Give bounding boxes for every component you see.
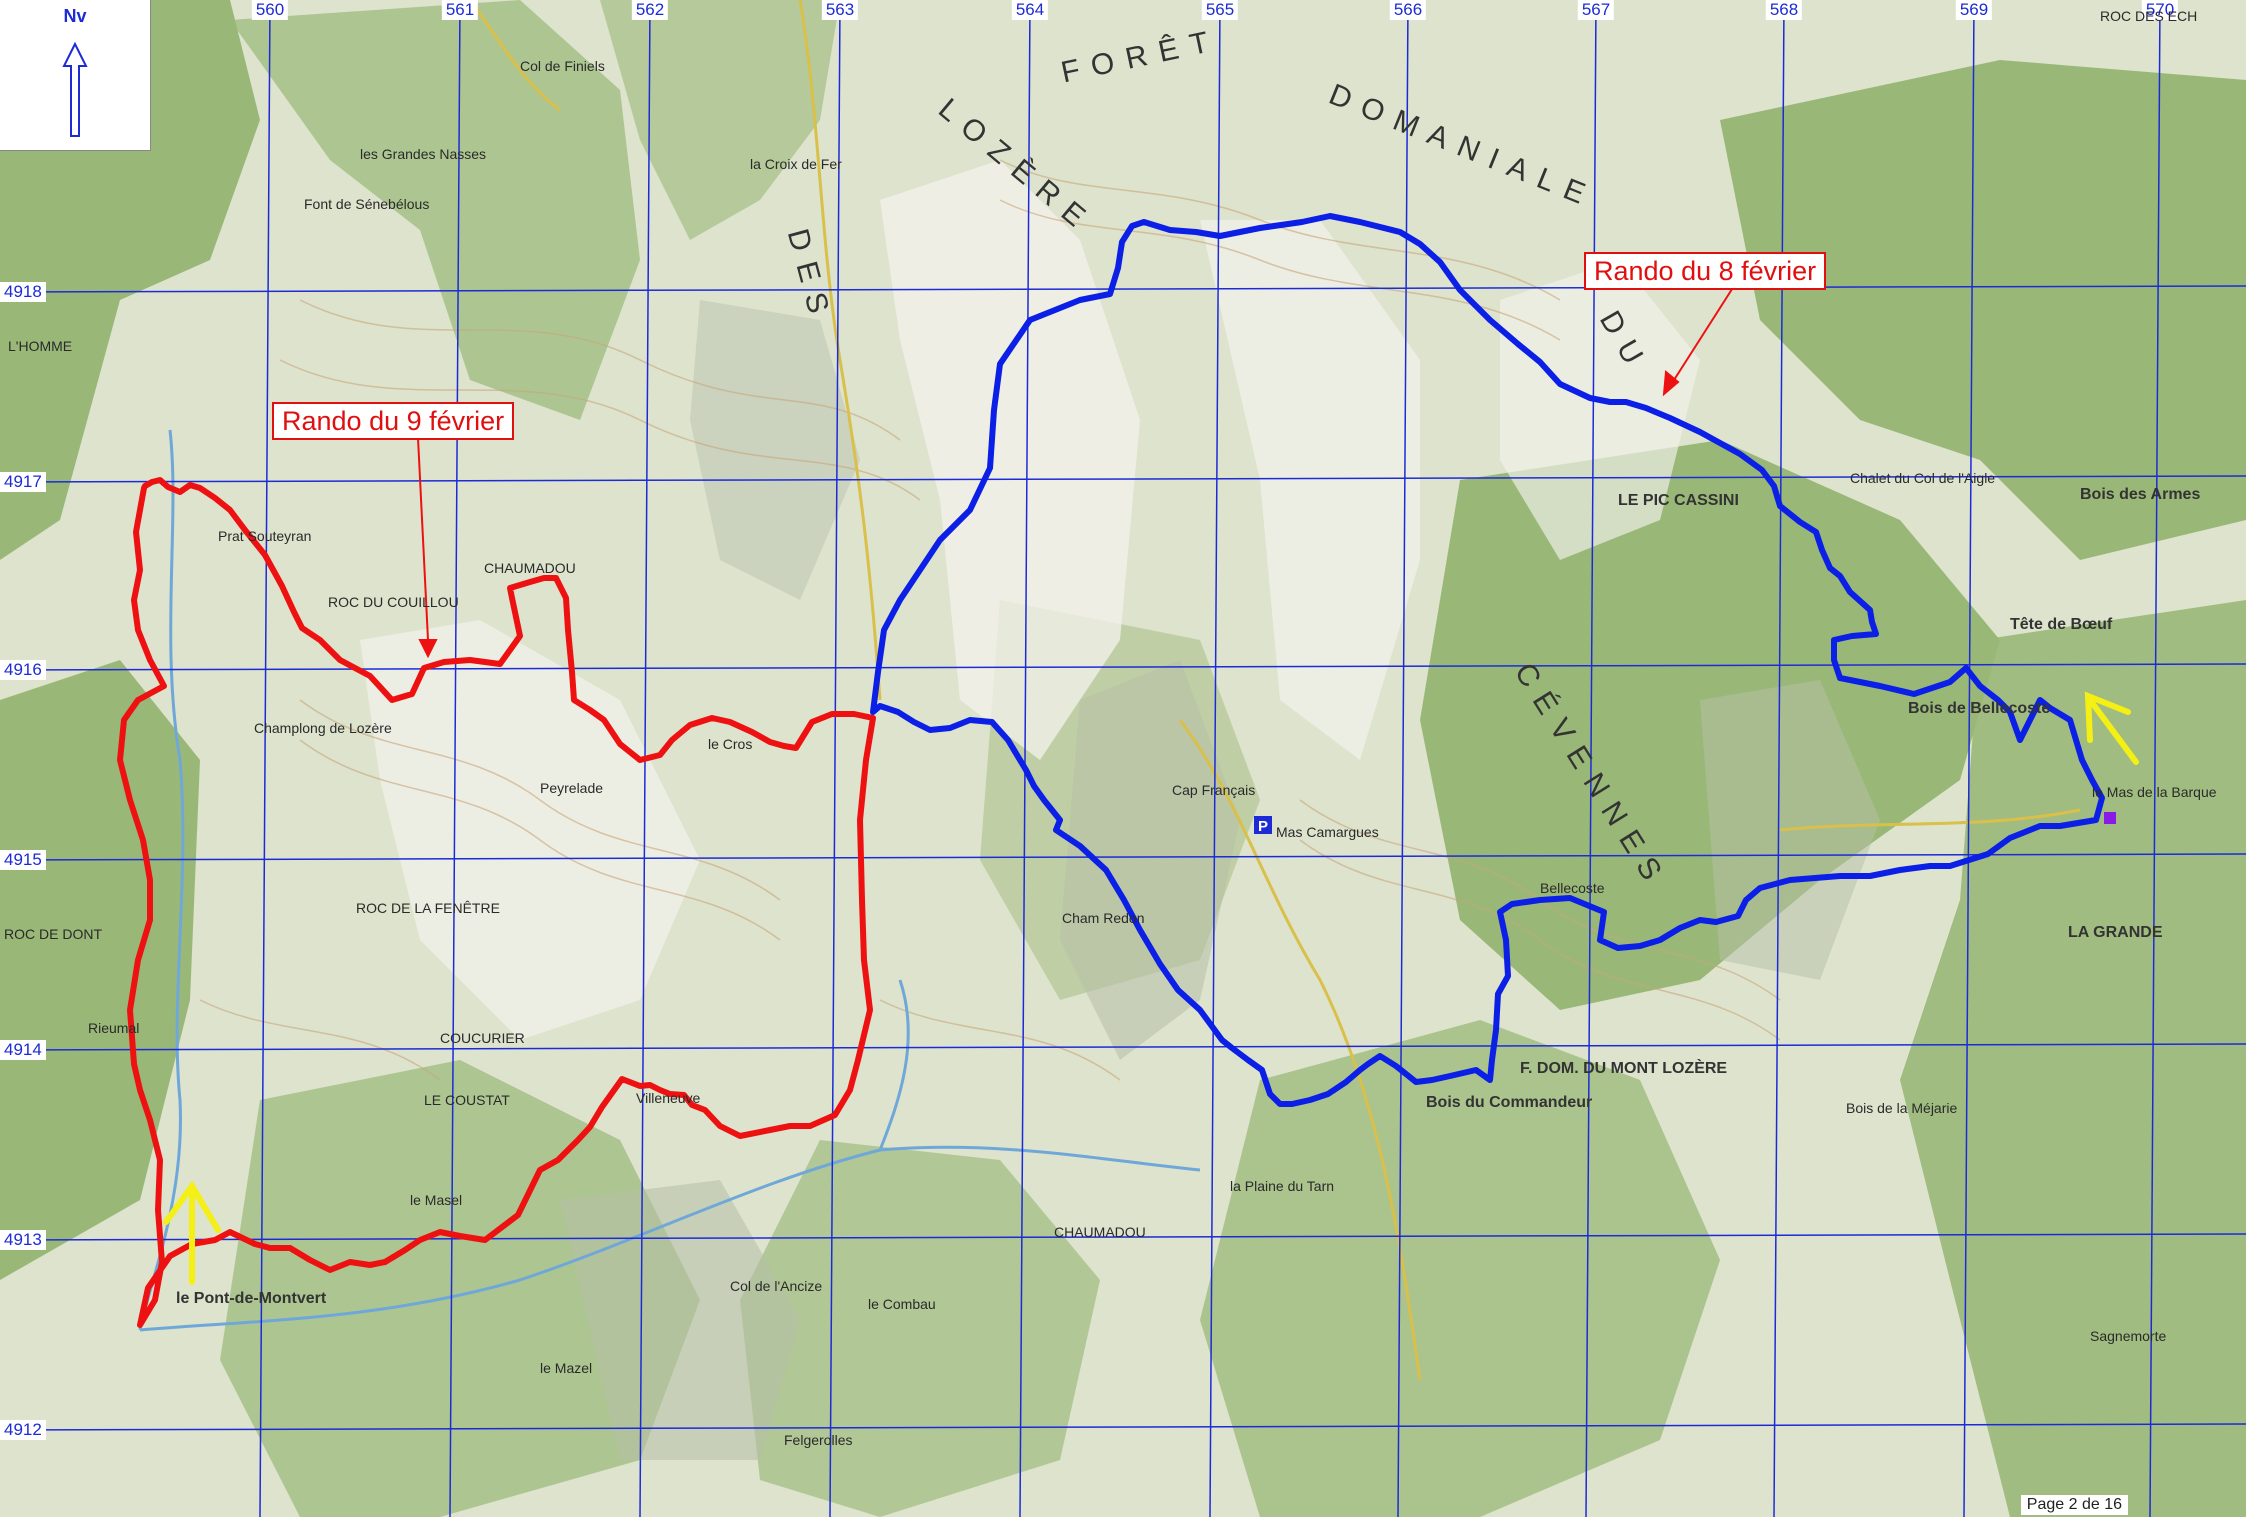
place-label: Cap Français xyxy=(1172,782,1256,798)
place-label: LA GRANDE xyxy=(2068,924,2163,941)
grid-line-horizontal xyxy=(0,475,2246,483)
place-label: Champlong de Lozère xyxy=(254,720,392,736)
parking-icon: P xyxy=(1254,816,1272,835)
grid-line-vertical xyxy=(829,0,841,1517)
grid-line-vertical xyxy=(2149,0,2161,1517)
place-label: Rieumal xyxy=(88,1020,140,1036)
place-label: les Grandes Nasses xyxy=(360,146,487,162)
grid-easting-label: 570 xyxy=(2141,0,2179,20)
grid-easting-label: 569 xyxy=(1955,0,1993,20)
place-label: Villeneuve xyxy=(636,1090,701,1106)
place-label: Bois de Bellecoste xyxy=(1908,700,2051,717)
place-label: ROC DE DONT xyxy=(4,926,102,942)
place-label: Bois des Armes xyxy=(2080,486,2201,503)
place-label: Col de Finiels xyxy=(520,58,605,74)
grid-line-horizontal xyxy=(0,1233,2246,1241)
place-label: le Mas de la Barque xyxy=(2092,784,2217,800)
place-label: le Masel xyxy=(410,1192,463,1208)
start-arrow-icon xyxy=(163,1180,221,1285)
place-label: F. DOM. DU MONT LOZÈRE xyxy=(1520,1060,1728,1077)
feb9-label-pointer xyxy=(417,437,438,659)
place-label: ROC DU COUILLOU xyxy=(328,594,459,610)
place-label: le Mazel xyxy=(540,1360,593,1376)
grid-easting-label: 562 xyxy=(631,0,669,20)
place-label: Cham Redon xyxy=(1062,910,1145,926)
grid-line-vertical xyxy=(259,0,271,1517)
place-label: Chalet du Col de l'Aigle xyxy=(1850,470,1996,486)
grid-easting-label: 560 xyxy=(251,0,289,20)
grid-easting-label: 561 xyxy=(441,0,479,20)
grid-easting-label: 564 xyxy=(1011,0,1049,20)
place-label: L'HOMME xyxy=(8,338,73,354)
place-label: la Plaine du Tarn xyxy=(1230,1178,1335,1194)
place-label: LE PIC CASSINI xyxy=(1618,492,1739,509)
place-label: Tête de Bœuf xyxy=(2010,616,2113,633)
route-label-feb9: Rando du 9 février xyxy=(272,402,515,440)
route-feb8-track xyxy=(870,213,2105,1107)
place-label: ROC DE LA FENÊTRE xyxy=(356,900,500,916)
start-marker-icon xyxy=(2104,812,2116,824)
grid-easting-label: 563 xyxy=(821,0,859,20)
grid-line-horizontal xyxy=(0,1423,2246,1431)
route-label-feb8: Rando du 8 février xyxy=(1584,252,1827,290)
grid-northing-label: 4918 xyxy=(0,282,46,302)
place-label: CHAUMADOU xyxy=(484,560,576,576)
grid-line-vertical xyxy=(1019,0,1031,1517)
place-label: le Cros xyxy=(708,736,753,752)
grid-northing-label: 4913 xyxy=(0,1230,46,1250)
place-label: LE COUSTAT xyxy=(424,1092,510,1108)
place-label: COUCURIER xyxy=(440,1030,525,1046)
grid-line-vertical xyxy=(449,0,461,1517)
route-feb9-track xyxy=(117,477,876,1328)
place-label: Bois du Commandeur xyxy=(1426,1094,1593,1111)
north-indicator: Nv xyxy=(0,0,151,151)
grid-line-horizontal xyxy=(0,285,2246,293)
place-label: le Pont-de-Montvert xyxy=(176,1290,327,1307)
feb8-label-pointer xyxy=(1662,285,1735,397)
grid-line-horizontal xyxy=(0,663,2246,671)
grid-line-vertical xyxy=(1963,0,1975,1517)
grid-easting-label: 568 xyxy=(1765,0,1803,20)
grid-line-horizontal xyxy=(0,853,2246,861)
grid-easting-label: 567 xyxy=(1577,0,1615,20)
north-arrow-icon xyxy=(62,41,88,137)
place-label: ROC DES ECH xyxy=(2100,8,2198,24)
grid-line-horizontal xyxy=(0,1043,2246,1051)
place-label: Felgerolles xyxy=(784,1432,853,1448)
grid-northing-label: 4916 xyxy=(0,660,46,680)
grid-line-vertical xyxy=(1209,0,1221,1517)
grid-northing-label: 4915 xyxy=(0,850,46,870)
north-label: Nv xyxy=(63,6,87,26)
place-label: Peyrelade xyxy=(540,780,604,796)
grid-northing-label: 4912 xyxy=(0,1420,46,1440)
place-label: Prat Souteyran xyxy=(218,528,312,544)
place-label: le Combau xyxy=(868,1296,936,1312)
grid-easting-label: 566 xyxy=(1389,0,1427,20)
place-label: Col de l'Ancize xyxy=(730,1278,823,1294)
place-label: Bois de la Méjarie xyxy=(1846,1100,1958,1116)
grid-northing-label: 4917 xyxy=(0,472,46,492)
start-arrow-icon xyxy=(2084,691,2139,765)
place-label: Mas Camargues xyxy=(1276,824,1379,840)
place-label: Font de Sénebélous xyxy=(304,196,430,212)
roads xyxy=(468,0,2081,1381)
place-label: CHAUMADOU xyxy=(1054,1224,1146,1240)
grid-line-vertical xyxy=(1397,0,1409,1517)
svg-text:P: P xyxy=(1258,818,1268,835)
place-label: Bellecoste xyxy=(1540,880,1605,896)
grid-northing-label: 4914 xyxy=(0,1040,46,1060)
place-label: la Croix de Fer xyxy=(750,156,842,172)
grid-easting-label: 565 xyxy=(1201,0,1239,20)
page-number: Page 2 de 16 xyxy=(2020,1495,2128,1515)
place-label: Sagnemorte xyxy=(2090,1328,2167,1344)
